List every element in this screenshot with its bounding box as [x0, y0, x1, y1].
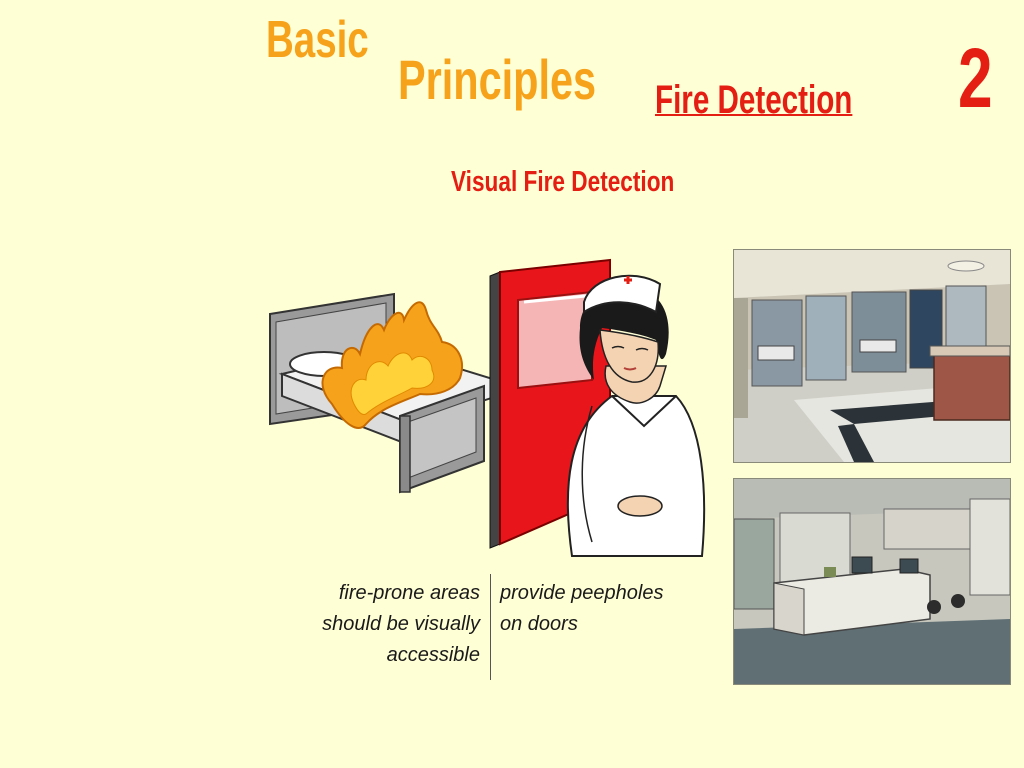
fire-icon [321, 301, 463, 429]
fire-bed-door-nurse-illustration [269, 258, 706, 557]
hospital-ward-photo [733, 249, 1011, 463]
slide-subtitle: Visual Fire Detection [451, 166, 675, 198]
caption-divider [490, 574, 491, 680]
nurse-illustration [566, 274, 706, 557]
heading-section: Fire Detection [655, 78, 853, 122]
caption-peepholes: provide peepholes on doors [500, 582, 664, 635]
caption-fire-prone-areas: fire-prone areas should be visually acce… [322, 582, 480, 666]
heading-principles: Principles [398, 48, 597, 111]
heading-basic: Basic [266, 11, 369, 69]
heading-number: 2 [958, 31, 993, 125]
nurses-station-photo [733, 478, 1011, 685]
